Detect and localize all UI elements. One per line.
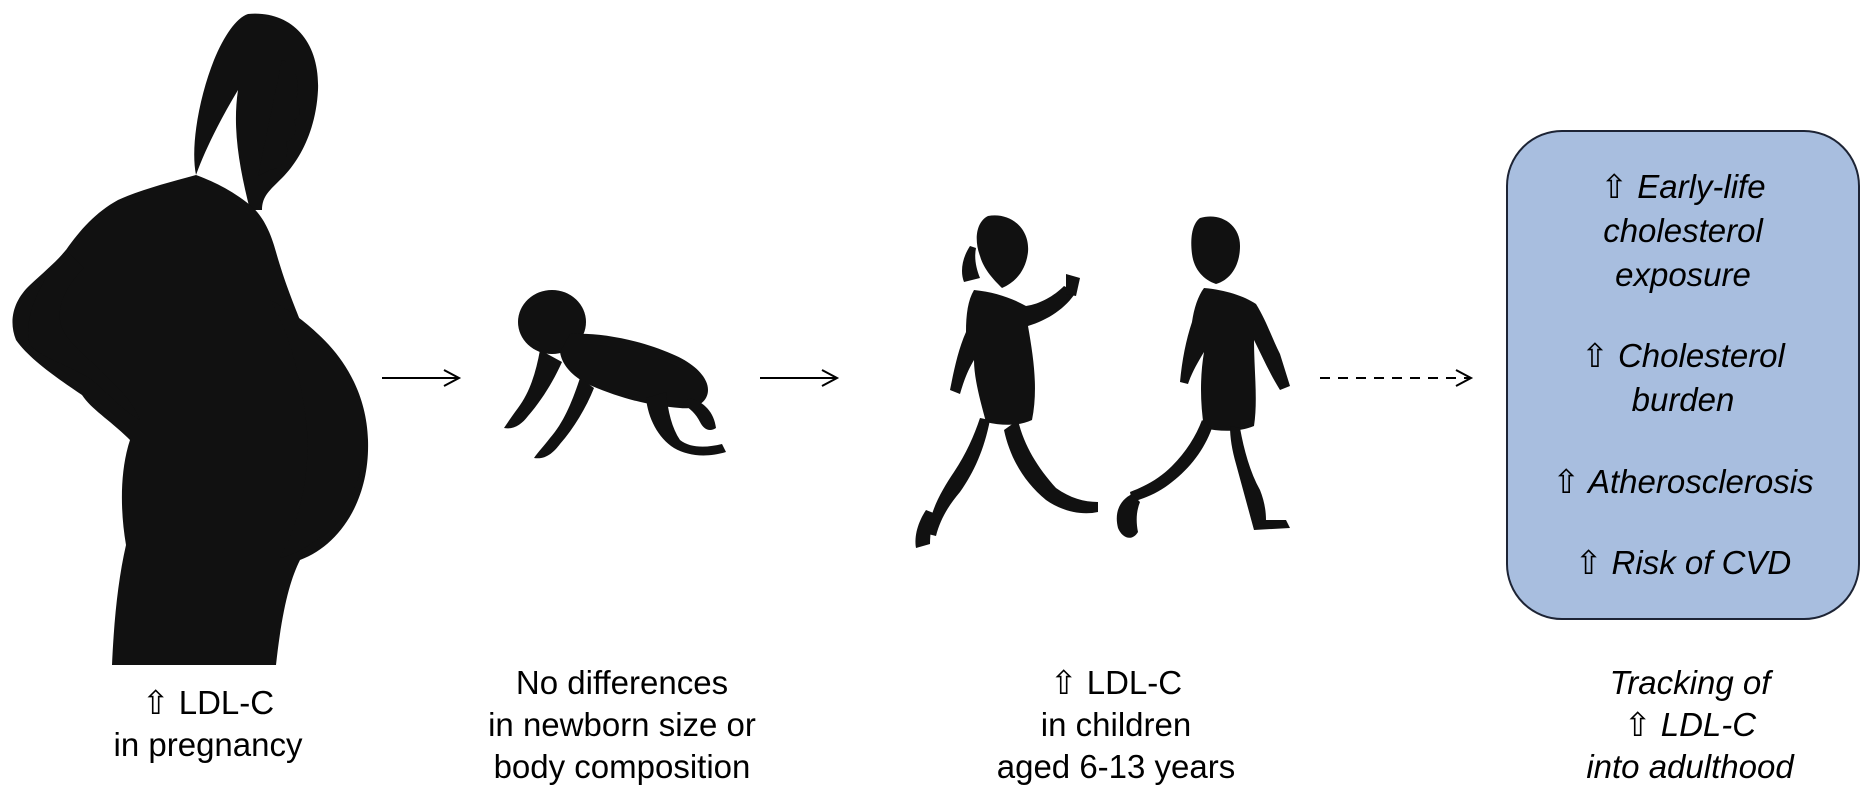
outcome-early-life-exposure: ⇧ Early-life cholesterol exposure — [1600, 165, 1765, 297]
caption-line: Tracking of — [1586, 662, 1793, 704]
caption-line: No differences — [488, 662, 756, 704]
arrow-1 — [382, 366, 462, 390]
running-children-silhouettes — [870, 210, 1340, 550]
arrow-2 — [760, 366, 840, 390]
outcome-line: exposure — [1600, 253, 1765, 297]
caption-line: body composition — [488, 746, 756, 788]
caption-line: ⇧ LDL-C — [997, 662, 1236, 704]
outcome-cholesterol-burden: ⇧ Cholesterol burden — [1581, 334, 1785, 422]
caption-line: ⇧ LDL-C — [1586, 704, 1793, 746]
caption-line: aged 6-13 years — [997, 746, 1236, 788]
caption-line: into adulthood — [1586, 746, 1793, 788]
caption-children: ⇧ LDL-C in children aged 6-13 years — [997, 662, 1236, 788]
caption-line: in children — [997, 704, 1236, 746]
outcomes-box: ⇧ Early-life cholesterol exposure ⇧ Chol… — [1506, 130, 1860, 620]
outcome-line: ⇧ Risk of CVD — [1575, 541, 1792, 585]
caption-line: in pregnancy — [114, 724, 303, 766]
pregnant-woman-silhouette — [0, 0, 380, 665]
outcome-line: burden — [1581, 378, 1785, 422]
caption-pregnancy: ⇧ LDL-C in pregnancy — [114, 682, 303, 766]
outcome-atherosclerosis: ⇧ Atherosclerosis — [1552, 460, 1813, 504]
outcome-line: ⇧ Early-life — [1600, 165, 1765, 209]
caption-adulthood: Tracking of ⇧ LDL-C into adulthood — [1586, 662, 1793, 788]
caption-newborn: No differences in newborn size or body c… — [488, 662, 756, 788]
outcome-line: cholesterol — [1600, 209, 1765, 253]
outcome-risk-of-cvd: ⇧ Risk of CVD — [1575, 541, 1792, 585]
caption-line: in newborn size or — [488, 704, 756, 746]
outcome-line: ⇧ Atherosclerosis — [1552, 460, 1813, 504]
crawling-baby-silhouette — [500, 282, 730, 462]
outcome-line: ⇧ Cholesterol — [1581, 334, 1785, 378]
dashed-arrow — [1320, 366, 1474, 390]
caption-line: ⇧ LDL-C — [114, 682, 303, 724]
